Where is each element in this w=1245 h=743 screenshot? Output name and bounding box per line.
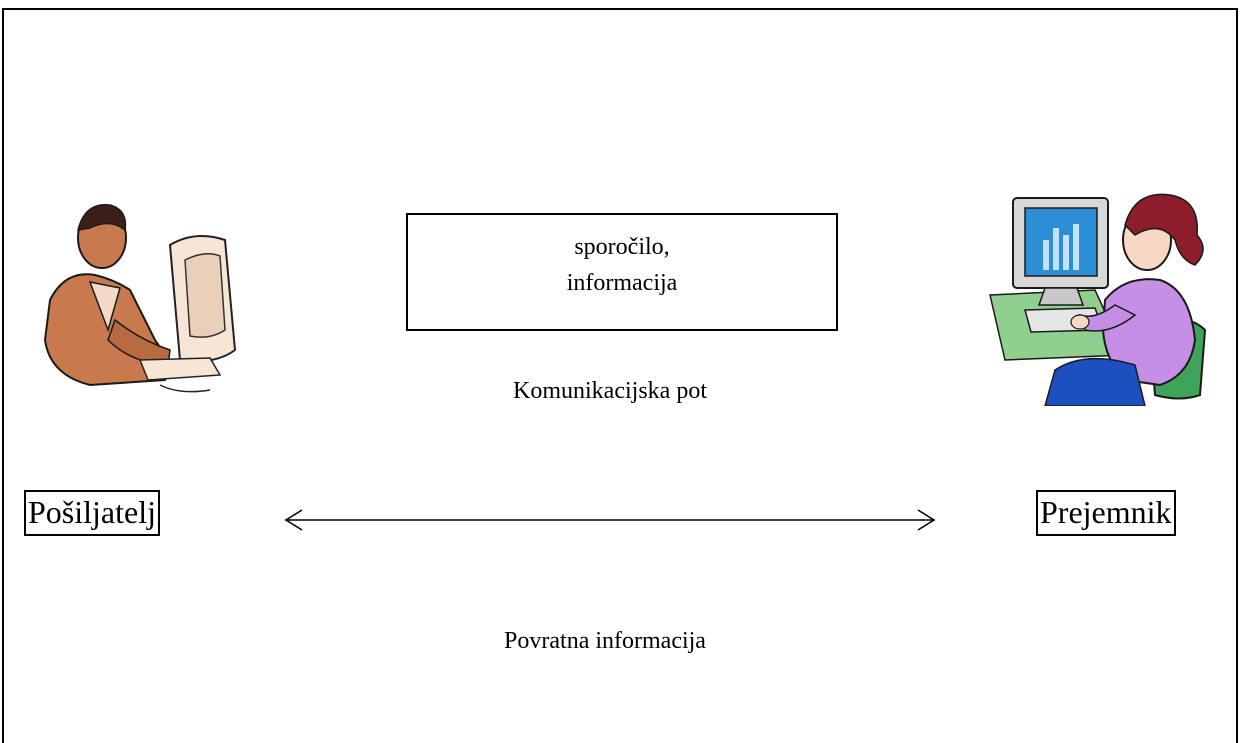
man-at-computer-icon <box>43 203 237 393</box>
message-line-2: informacija <box>566 270 678 296</box>
receiver-label: Prejemnik <box>1036 490 1176 536</box>
message-line-1: sporočilo, <box>574 234 670 260</box>
feedback-label: Povratna informacija <box>504 628 706 654</box>
sender-label: Pošiljatelj <box>24 490 160 536</box>
diagram-frame <box>2 8 1238 743</box>
double-headed-arrow-icon <box>284 509 936 531</box>
message-box: sporočilo, informacija <box>406 213 838 331</box>
woman-at-computer-icon <box>989 193 1207 406</box>
communication-path-label: Komunikacijska pot <box>513 378 707 404</box>
